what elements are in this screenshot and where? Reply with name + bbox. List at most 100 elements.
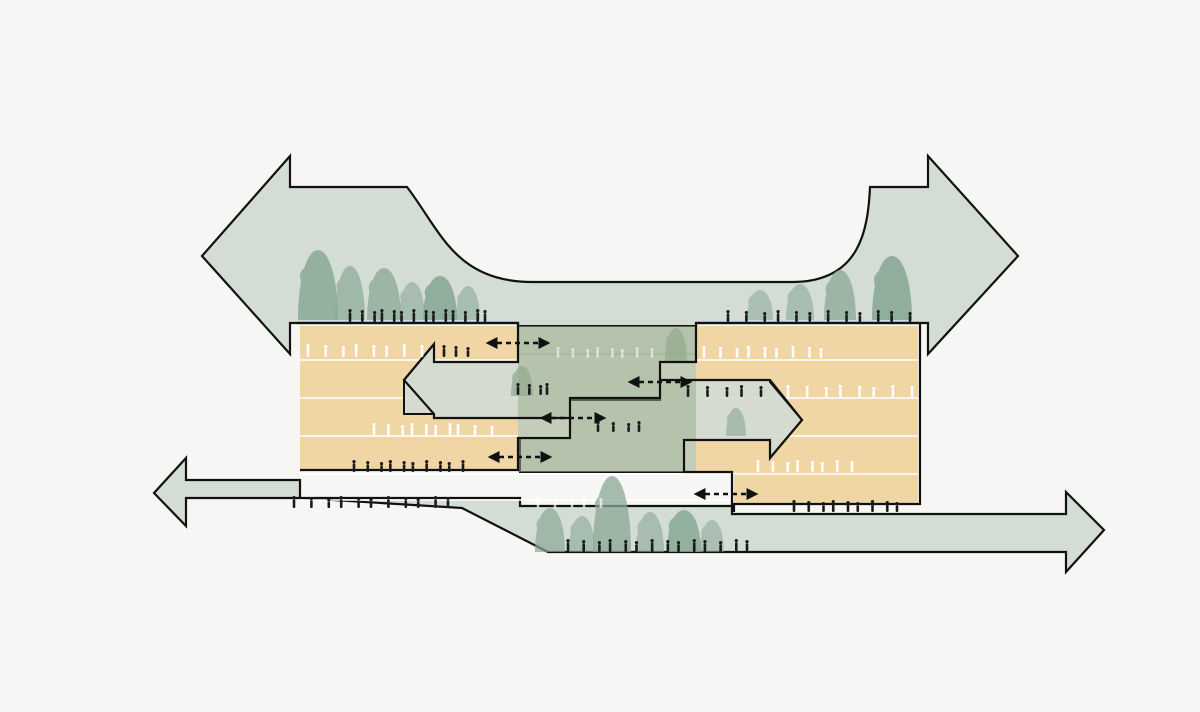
person-icon <box>386 496 390 508</box>
person-icon <box>366 461 370 472</box>
person-icon <box>571 348 575 358</box>
person-icon <box>404 497 408 508</box>
person-icon <box>372 423 376 436</box>
person-icon <box>339 496 343 508</box>
person-icon <box>369 498 373 508</box>
floor-slab-right <box>696 326 918 504</box>
person-icon <box>306 344 310 357</box>
person-icon <box>634 541 639 552</box>
person-icon <box>599 498 603 508</box>
person-icon <box>692 539 696 552</box>
person-icon <box>324 345 328 357</box>
person-icon <box>536 497 540 508</box>
vegetation <box>298 250 912 552</box>
person-icon <box>895 502 899 512</box>
person-icon <box>726 310 730 322</box>
person-icon <box>360 310 364 322</box>
person-icon <box>570 499 574 508</box>
person-icon <box>627 423 631 432</box>
person-icon <box>650 539 654 552</box>
person-icon <box>702 346 706 358</box>
people <box>292 309 914 552</box>
person-icon <box>705 386 710 397</box>
person-icon <box>463 311 467 322</box>
person-icon <box>341 346 346 357</box>
person-icon <box>718 347 723 358</box>
person-icon <box>490 426 494 436</box>
person-icon <box>456 424 460 436</box>
person-icon <box>424 424 428 436</box>
person-icon <box>438 461 443 472</box>
person-icon <box>545 383 549 395</box>
person-icon <box>831 500 835 512</box>
person-icon <box>416 498 420 508</box>
person-icon <box>870 500 875 512</box>
person-icon <box>372 345 376 357</box>
person-icon <box>810 461 815 472</box>
person-icon <box>703 540 707 552</box>
person-icon <box>402 461 406 472</box>
tree-icon <box>535 508 565 552</box>
person-icon <box>686 385 690 397</box>
person-icon <box>725 387 729 397</box>
tree-icon <box>456 286 480 320</box>
person-icon <box>539 385 543 395</box>
tree-icon <box>298 250 338 320</box>
person-icon <box>553 498 557 508</box>
tree-icon <box>824 270 856 320</box>
tree-icon <box>667 510 701 552</box>
person-icon <box>786 385 790 397</box>
person-icon <box>838 385 843 397</box>
person-icon <box>908 312 912 322</box>
person-icon <box>380 309 384 322</box>
person-icon <box>734 539 738 552</box>
person-icon <box>434 496 438 508</box>
person-icon <box>412 309 416 322</box>
tree-icon <box>569 516 595 552</box>
person-icon <box>476 309 480 322</box>
person-icon <box>807 501 811 512</box>
person-icon <box>425 460 429 472</box>
person-icon <box>608 539 612 552</box>
person-icon <box>292 496 296 508</box>
person-icon <box>595 347 600 358</box>
building-outline <box>298 321 922 512</box>
person-icon <box>582 497 586 508</box>
person-icon <box>566 539 570 552</box>
person-icon <box>846 501 850 512</box>
person-icon <box>451 310 455 322</box>
person-icon <box>776 310 780 322</box>
person-icon <box>444 309 448 322</box>
person-icon <box>794 311 799 322</box>
person-icon <box>611 422 615 432</box>
person-icon <box>309 497 313 508</box>
person-icon <box>805 386 809 397</box>
person-icon <box>637 421 641 432</box>
person-icon <box>442 345 446 357</box>
person-icon <box>885 501 889 512</box>
person-icon <box>826 310 830 322</box>
person-icon <box>401 425 405 436</box>
person-icon <box>635 347 639 358</box>
person-icon <box>447 462 451 472</box>
person-icon <box>624 540 628 552</box>
person-icon <box>666 540 670 552</box>
lower-flow-arrow <box>152 455 1106 575</box>
person-icon <box>392 310 396 322</box>
person-icon <box>807 347 812 358</box>
person-icon <box>424 310 428 322</box>
person-icon <box>858 312 862 322</box>
person-icon <box>808 312 812 322</box>
tree-icon <box>636 512 664 552</box>
person-icon <box>735 348 739 358</box>
person-icon <box>454 346 458 357</box>
person-icon <box>844 311 849 322</box>
person-icon <box>856 502 860 512</box>
person-icon <box>388 460 392 472</box>
person-icon <box>448 423 452 436</box>
tree-icon <box>726 408 746 436</box>
person-icon <box>746 346 751 358</box>
person-icon <box>791 346 795 358</box>
